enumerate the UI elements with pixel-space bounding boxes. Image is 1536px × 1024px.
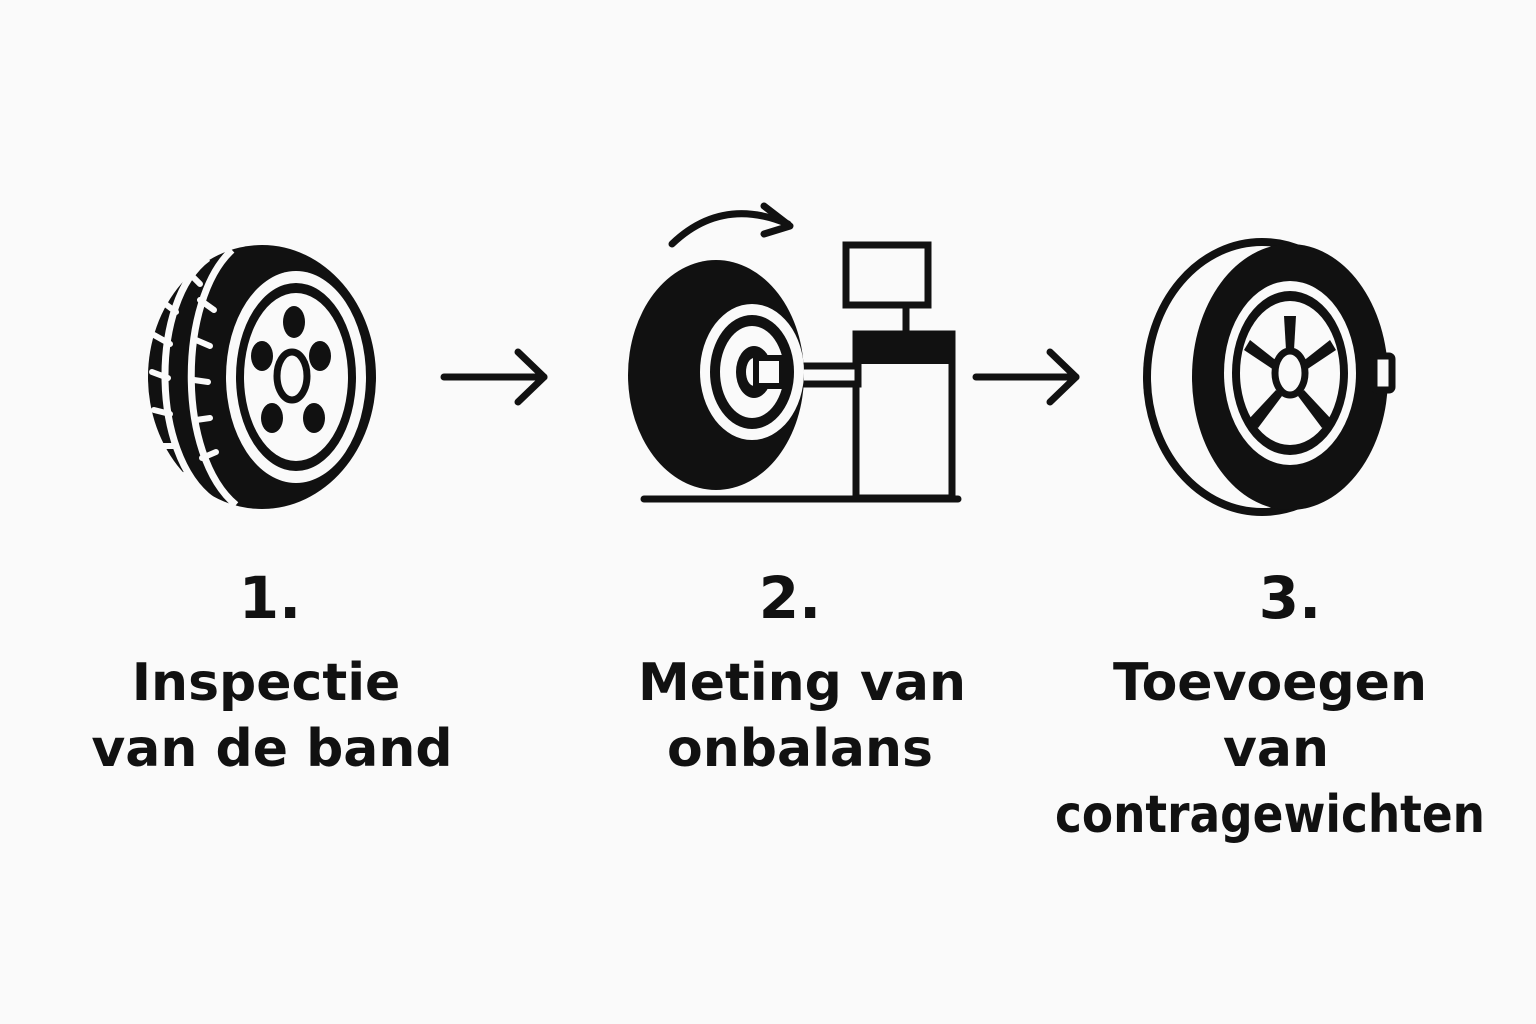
step-label-line: Meting van	[638, 653, 966, 713]
step-number: 3.	[1259, 564, 1321, 632]
counterweight-icon	[1370, 352, 1396, 394]
step-2-text: 2. Meting van onbalans	[638, 564, 966, 779]
rotation-arrow-icon	[668, 202, 794, 248]
wheel-balancer-icon	[628, 202, 962, 503]
step-number: 1.	[239, 564, 301, 632]
step-label-line: onbalans	[667, 719, 933, 779]
step-label-line: Toevoegen	[1113, 653, 1427, 713]
step-1-text: 1. Inspectie van de band	[91, 564, 452, 779]
step-number: 2.	[759, 564, 821, 632]
step-label-line: Inspectie	[132, 653, 401, 713]
step-3-text: 3. Toevoegen van contragewichten	[1055, 564, 1485, 845]
tire-with-weight-icon	[1143, 238, 1396, 516]
step-label-line: van	[1223, 719, 1329, 779]
step-label-line: van de band	[91, 719, 452, 779]
tire-inspection-icon	[148, 245, 376, 509]
step-label-line: contragewichten	[1055, 785, 1485, 845]
arrow-right-icon	[972, 348, 1080, 406]
arrow-right-icon	[440, 348, 548, 406]
